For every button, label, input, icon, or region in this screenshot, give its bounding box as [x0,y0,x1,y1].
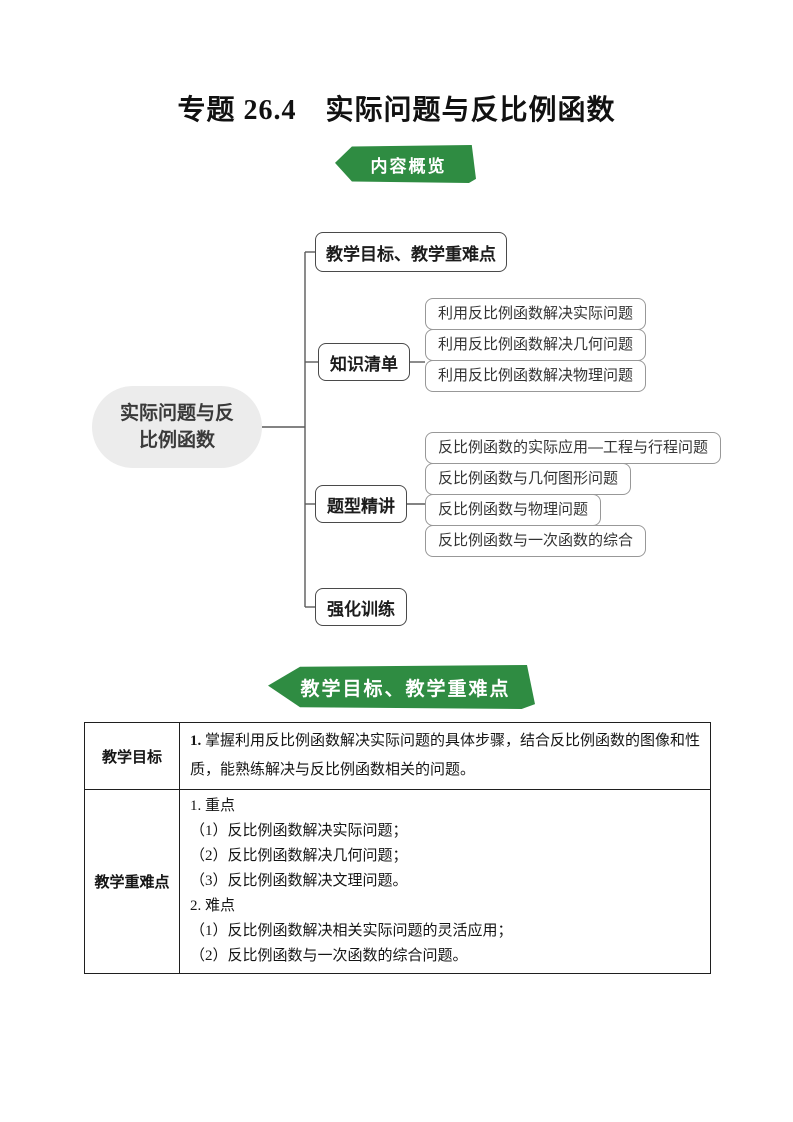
table-row: 教学目标 1. 掌握利用反比例函数解决实际问题的具体步骤，结合反比例函数的图像和… [84,722,711,790]
focus-line: （2）反比例函数与一次函数的综合问题。 [190,948,468,964]
mindmap-topics-children: 反比例函数的实际应用—工程与行程问题 反比例函数与几何图形问题 反比例函数与物理… [425,432,722,557]
goal-text: 1. 掌握利用反比例函数解决实际问题的具体步骤，结合反比例函数的图像和性质，能熟… [190,733,701,778]
mindmap-leaf-node: 反比例函数与几何图形问题 [425,463,632,495]
mindmap-leaf-node: 利用反比例函数解决实际问题 [425,298,647,330]
section-badge-overview: 内容概览 [335,145,476,183]
focus-line: （2）反比例函数解决几何问题； [190,848,408,864]
mindmap-branch-objectives: 教学目标、教学重难点 [315,232,507,272]
mindmap-knowledge-children: 利用反比例函数解决实际问题 利用反比例函数解决几何问题 利用反比例函数解决物理问… [425,298,647,392]
mindmap-branch-knowledge-label: 知识清单 [330,354,398,374]
section-badge-objectives: 教学目标、教学重难点 [268,665,535,709]
mindmap-branch-knowledge: 知识清单 [318,343,410,381]
mindmap-branch-training-label: 强化训练 [327,599,395,619]
table-row: 教学重难点 1. 重点 （1）反比例函数解决实际问题； （2）反比例函数解决几何… [84,789,711,974]
mindmap-leaf-node: 反比例函数与一次函数的综合 [425,525,647,557]
mindmap-branch-training: 强化训练 [315,588,407,626]
mindmap-branch-topics-label: 题型精讲 [327,496,395,516]
section-badge-overview-label: 内容概览 [370,156,447,176]
focus-line: 2. 难点 [190,898,236,914]
focus-line: 1. 重点 [190,798,236,814]
objectives-table: 教学目标 1. 掌握利用反比例函数解决实际问题的具体步骤，结合反比例函数的图像和… [84,722,711,974]
mindmap-leaf-node: 利用反比例函数解决几何问题 [425,329,647,361]
page-title: 专题 26.4 实际问题与反比例函数 [177,95,616,126]
mindmap-leaf-node: 利用反比例函数解决物理问题 [425,360,647,392]
table-header-focus: 教学重难点 [84,789,180,974]
mindmap-branch-objectives-label: 教学目标、教学重难点 [326,244,496,264]
table-header-goal: 教学目标 [84,722,180,790]
focus-line: （3）反比例函数解决文理问题。 [190,873,408,889]
focus-line: （1）反比例函数解决实际问题； [190,823,408,839]
mindmap-root-node: 实际问题与反 比例函数 [92,386,262,468]
mindmap-branch-topics: 题型精讲 [315,485,407,523]
mindmap-root-label: 实际问题与反 比例函数 [119,403,234,451]
table-cell-goal: 1. 掌握利用反比例函数解决实际问题的具体步骤，结合反比例函数的图像和性质，能熟… [179,722,711,790]
mindmap-leaf-node: 反比例函数的实际应用—工程与行程问题 [425,432,722,464]
focus-line: （1）反比例函数解决相关实际问题的灵活应用； [190,923,513,939]
section-badge-objectives-label: 教学目标、教学重难点 [300,678,511,700]
table-cell-focus: 1. 重点 （1）反比例函数解决实际问题； （2）反比例函数解决几何问题； （3… [179,789,711,974]
mindmap-leaf-node: 反比例函数与物理问题 [425,494,602,526]
